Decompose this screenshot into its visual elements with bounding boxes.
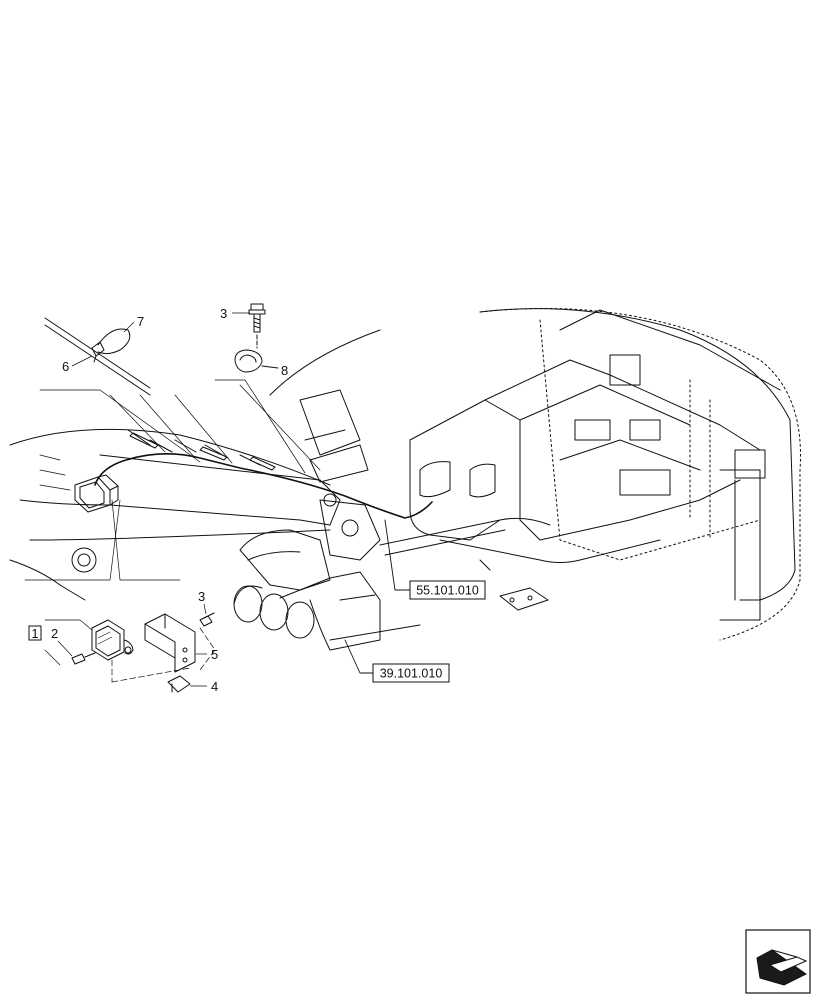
callout-8: 8 <box>281 363 288 378</box>
boom-arm <box>9 329 421 651</box>
boom-work-light <box>74 474 119 513</box>
ref-39-101-010[interactable]: 39.101.010 <box>380 667 443 681</box>
callout-7: 7 <box>137 314 144 329</box>
arrow-back-icon[interactable] <box>745 929 811 994</box>
harness-clips <box>127 429 276 471</box>
wiring-harness <box>94 453 433 519</box>
callout-3-upper: 3 <box>220 306 227 321</box>
reference-box-lower[interactable]: 39.101.010 <box>372 663 450 683</box>
callout-5: 5 <box>211 647 218 662</box>
callout-labels: 1 2 3 3 4 5 6 7 8 <box>28 306 288 694</box>
light-assembly-detail <box>44 612 216 693</box>
detail-leaders <box>24 379 321 581</box>
bolt-clip-detail <box>234 303 279 373</box>
reference-leaders <box>344 519 411 674</box>
callout-4: 4 <box>211 679 218 694</box>
callout-3-lower: 3 <box>198 589 205 604</box>
frame-structure <box>379 307 801 641</box>
cable-tie-detail <box>44 317 151 396</box>
ref-55-101-010[interactable]: 55.101.010 <box>416 584 479 598</box>
callout-1: 1 <box>31 626 38 641</box>
callout-1-box <box>28 625 42 641</box>
callout-6: 6 <box>62 359 69 374</box>
callout-2: 2 <box>51 626 58 641</box>
reference-box-upper[interactable]: 55.101.010 <box>409 580 486 600</box>
